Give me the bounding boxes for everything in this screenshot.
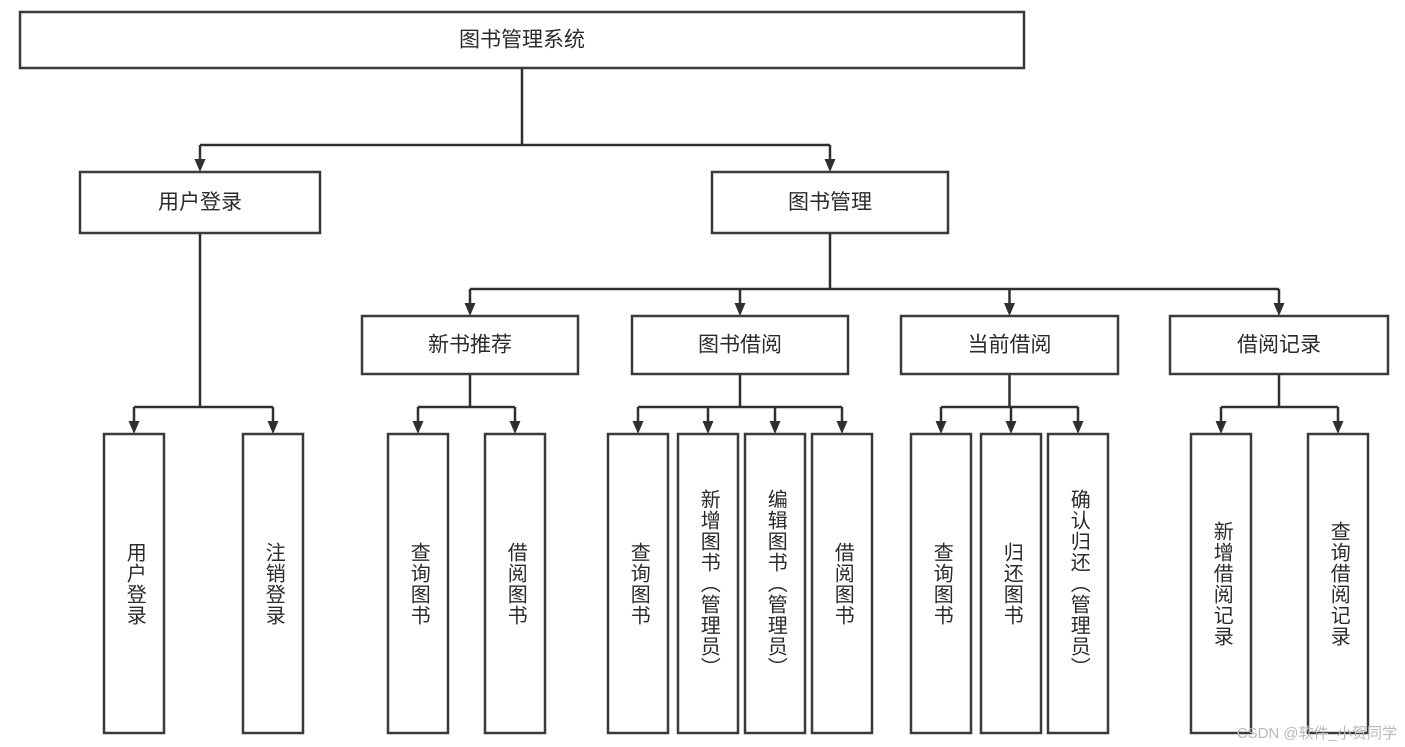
- arrow-head-icon: [509, 421, 521, 434]
- node-box-leaf-current-confirm-return: [1046, 432, 1110, 735]
- box-layer: [18, 10, 1390, 735]
- node-box-leaf-recommend-borrow-book: [483, 432, 547, 735]
- node-box-leaf-recommend-query-book: [386, 432, 450, 735]
- node-label-book-management: 图书管理: [788, 191, 872, 214]
- arrow-head-icon: [412, 421, 424, 434]
- arrow-head-icon: [769, 421, 781, 434]
- arrow-head-icon: [935, 421, 947, 434]
- node-box-leaf-user-login: [102, 432, 166, 735]
- arrow-head-icon: [1332, 421, 1344, 434]
- arrow-head-icon: [267, 421, 279, 434]
- node-box-leaf-record-query-record: [1306, 432, 1370, 735]
- arrow-head-icon: [632, 421, 644, 434]
- node-box-leaf-user-logout: [241, 432, 305, 735]
- arrow-head-icon: [1273, 303, 1285, 316]
- node-box-book-borrow: [630, 314, 850, 376]
- node-label-book-borrow: 图书借阅: [698, 334, 782, 357]
- node-box-borrow-record: [1168, 314, 1390, 376]
- node-box-book-management: [710, 170, 950, 235]
- arrow-head-icon: [1072, 421, 1084, 434]
- node-box-user-login: [78, 170, 322, 235]
- node-box-leaf-record-add-record: [1189, 432, 1253, 735]
- node-box-leaf-current-return-book: [979, 432, 1043, 735]
- arrow-head-icon: [1004, 303, 1015, 316]
- arrow-head-icon: [824, 159, 836, 172]
- arrow-head-icon: [464, 303, 476, 316]
- node-box-leaf-borrow-edit-book: [743, 432, 807, 735]
- watermark: CSDN @软件_小贺同学: [1236, 725, 1397, 742]
- node-label-borrow-record: 借阅记录: [1237, 334, 1321, 357]
- arrow-head-icon: [194, 159, 206, 172]
- arrow-head-icon: [1215, 421, 1227, 434]
- node-label-new-book-recommend: 新书推荐: [428, 334, 512, 357]
- arrow-head-icon: [836, 421, 848, 434]
- node-box-root: [18, 10, 1026, 70]
- node-label-root: 图书管理系统: [459, 29, 585, 52]
- arrow-head-icon: [734, 303, 746, 316]
- node-box-leaf-borrow-add-book: [676, 432, 740, 735]
- node-box-new-book-recommend: [360, 314, 580, 376]
- node-box-leaf-current-query-book: [909, 432, 973, 735]
- node-box-current-borrow: [899, 314, 1120, 376]
- node-box-leaf-borrow-borrow-book: [810, 432, 874, 735]
- node-label-user-login: 用户登录: [158, 191, 242, 214]
- connector-layer: [128, 68, 1344, 434]
- arrow-head-icon: [1005, 421, 1017, 434]
- node-label-current-borrow: 当前借阅: [968, 334, 1052, 357]
- arrow-head-icon: [128, 421, 140, 434]
- arrow-head-icon: [702, 421, 714, 434]
- node-box-leaf-borrow-query-book: [606, 432, 670, 735]
